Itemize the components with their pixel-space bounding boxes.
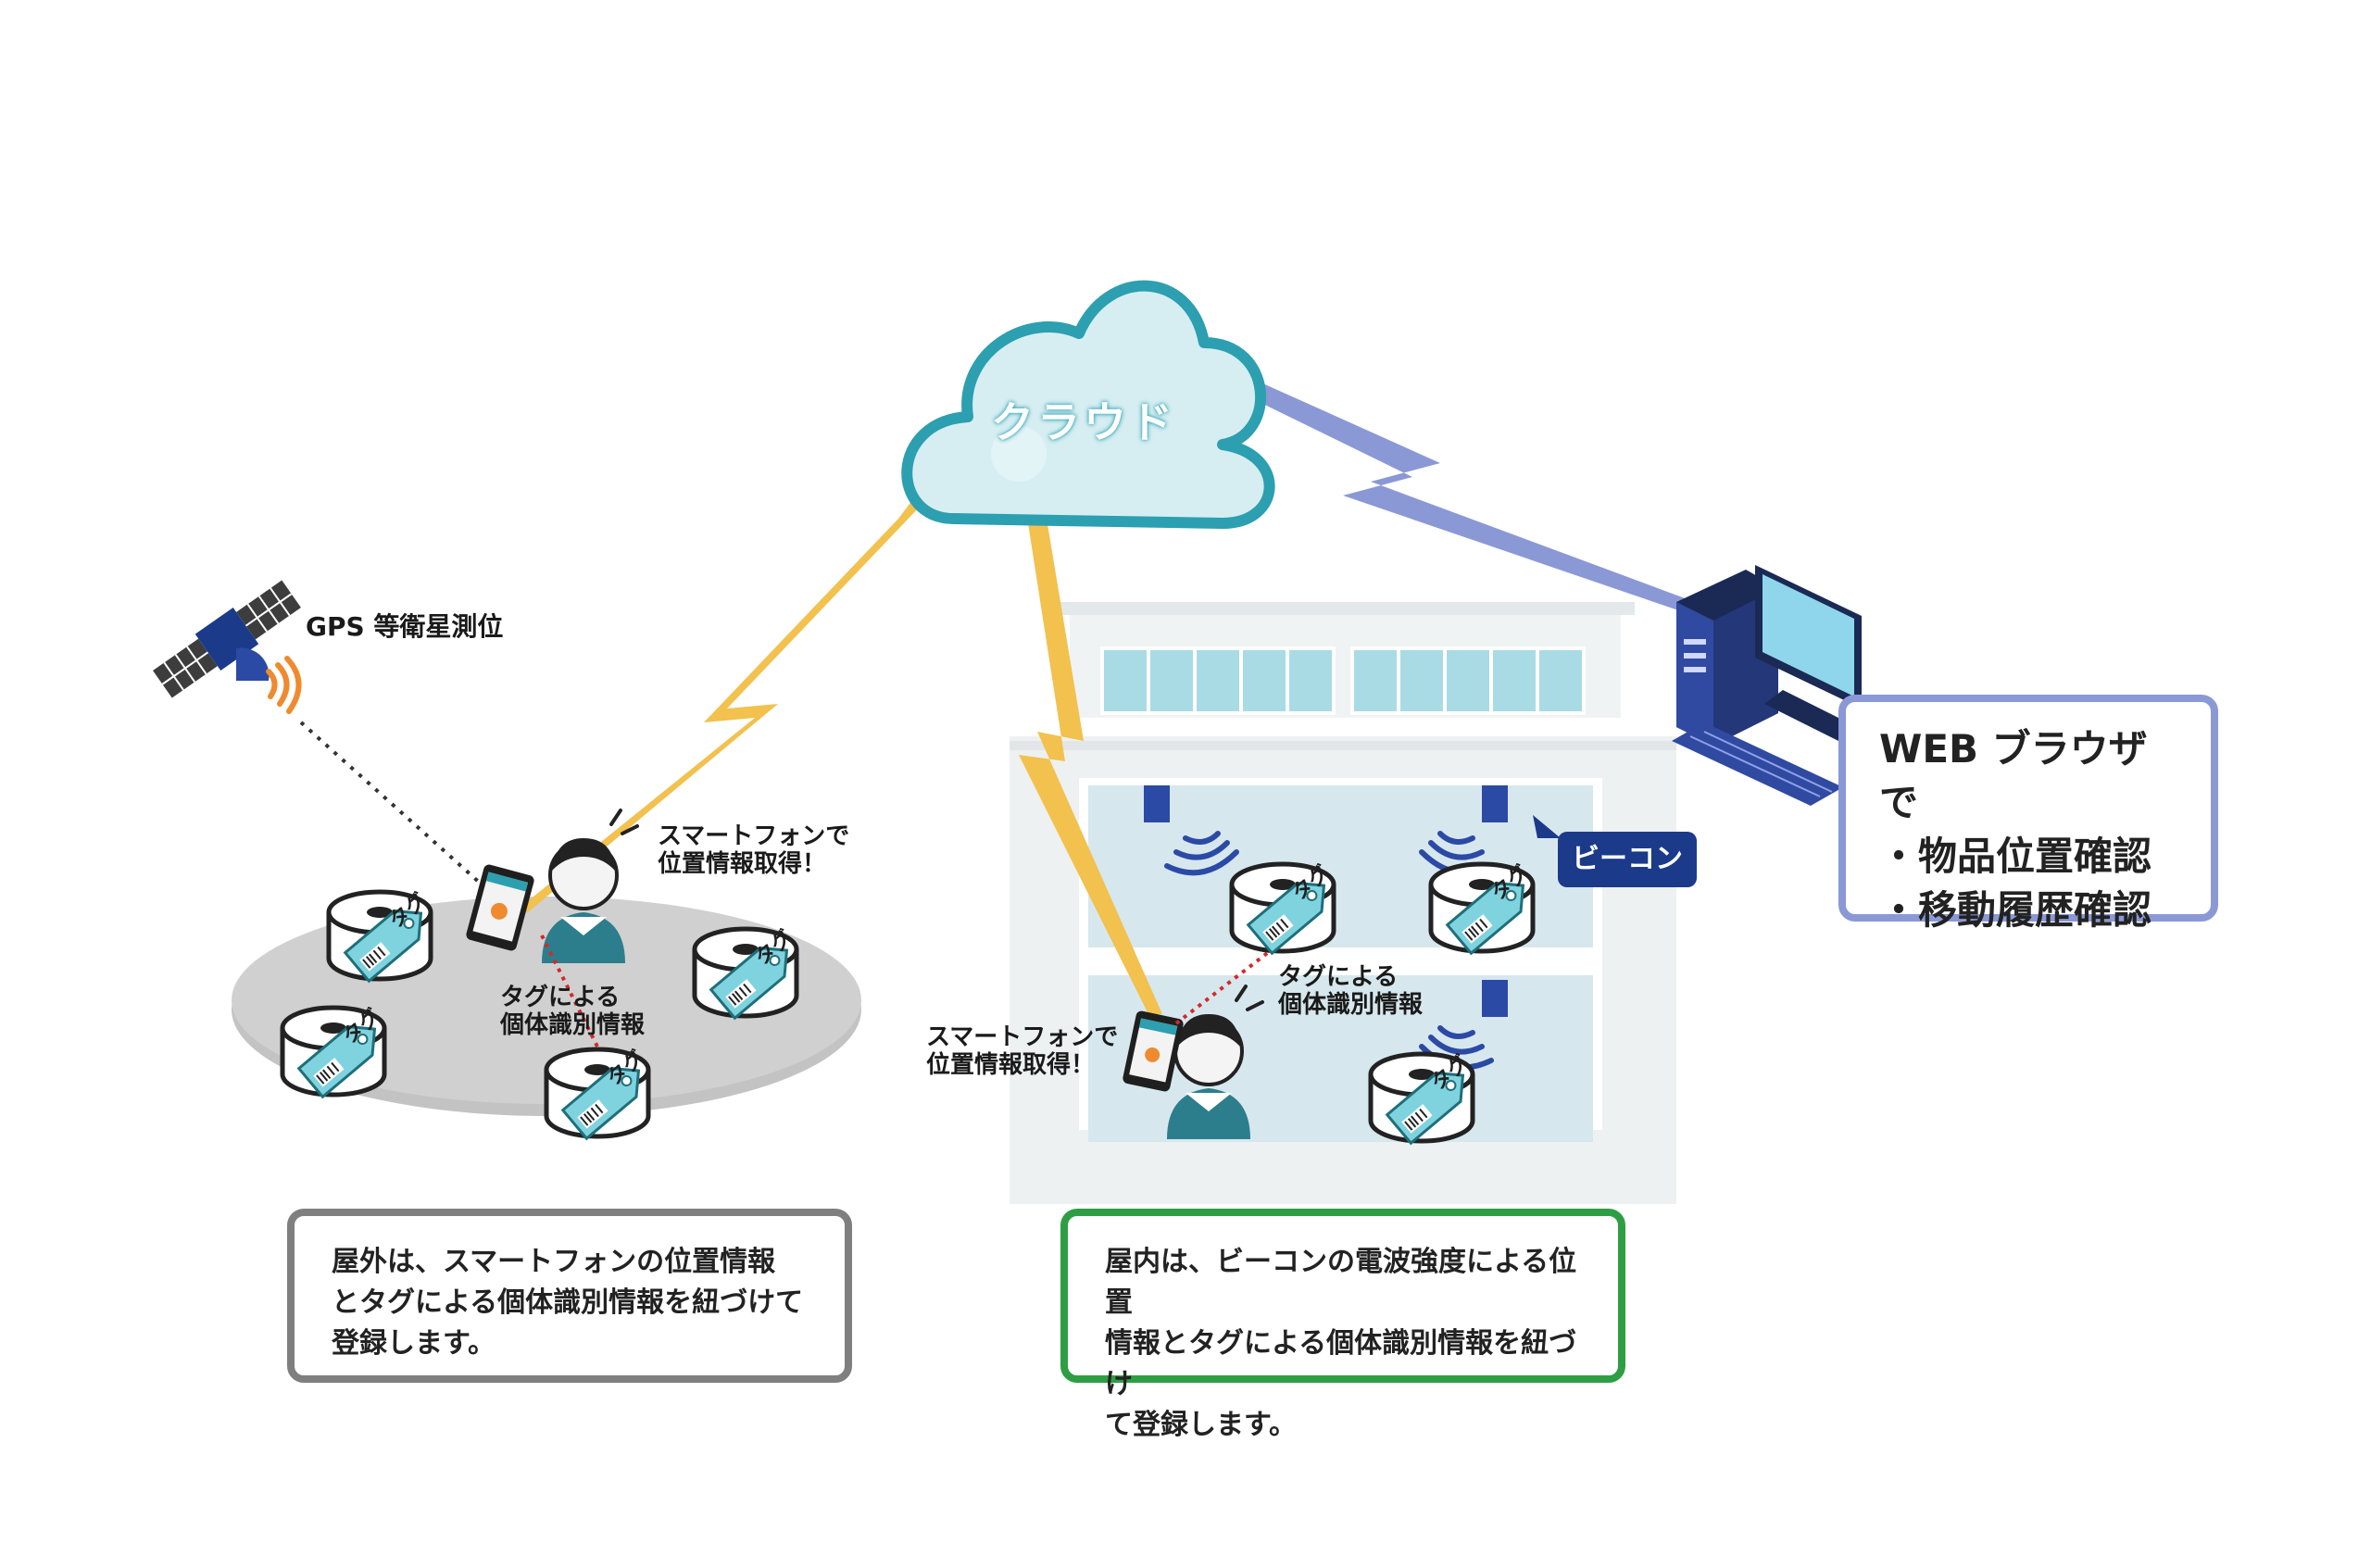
outdoor-description-line1: 屋外は、スマートフォンの位置情報 — [332, 1246, 776, 1278]
web-browser-box: WEB ブラウザで ・物品位置確認 ・移動履歴確認 — [1838, 695, 2218, 933]
indoor-tag-label: タグによる 個体識別情報 — [1278, 963, 1423, 1019]
indoor-description-box: 屋内は、ビーコンの電波強度による位置 情報とタグによる個体識別情報を紐づけ て登… — [1060, 1209, 1625, 1441]
indoor-tag-label-line1: タグによる — [1278, 963, 1399, 991]
indoor-description-line2: 情報とタグによる個体識別情報を紐づけ — [1105, 1327, 1577, 1400]
outdoor-tag-link — [540, 935, 599, 1047]
beacon-icon — [1482, 785, 1508, 822]
gps-signal-line — [299, 721, 483, 886]
cloud-icon — [901, 280, 1275, 529]
outdoor-tag-label: タグによる 個体識別情報 — [500, 984, 645, 1039]
indoor-person-icon — [1167, 985, 1264, 1139]
indoor-smartphone-icon — [1123, 1010, 1184, 1092]
outdoor-smartphone-label-line1: スマートフォンで — [658, 822, 850, 850]
web-browser-title: WEB ブラウザで — [1879, 726, 2148, 825]
indoor-smartphone-label-line2: 位置情報取得！ — [926, 1051, 1096, 1079]
outdoor-description-box: 屋外は、スマートフォンの位置情報 とタグによる個体識別情報を紐づけて 登録します… — [287, 1209, 852, 1383]
beacon-label: ビーコン — [1558, 832, 1697, 887]
lightning-links — [514, 500, 1162, 1014]
satellite-icon — [153, 580, 302, 714]
indoor-smartphone-label: スマートフォンで 位置情報取得！ — [926, 1023, 1118, 1079]
outdoor-description-line3: 登録します。 — [332, 1327, 496, 1360]
outdoor-tag-label-line2: 個体識別情報 — [500, 1011, 646, 1039]
beacon-icon — [1144, 785, 1170, 822]
outdoor-smartphone-icon — [466, 864, 534, 951]
outdoor-person-icon — [542, 809, 639, 963]
indoor-smartphone-label-line1: スマートフォンで — [926, 1023, 1119, 1051]
web-browser-item-location: ・物品位置確認 — [1879, 834, 2152, 879]
outdoor-description-line2: とタグによる個体識別情報を紐づけて — [332, 1286, 804, 1319]
web-browser-item-history: ・移動履歴確認 — [1879, 887, 2152, 933]
outdoor-smartphone-label-line2: 位置情報取得！ — [658, 850, 827, 878]
gps-label: GPS 等衛星測位 — [306, 611, 504, 642]
cloud-label: クラウド — [991, 397, 1176, 447]
indoor-tag-label-line2: 個体識別情報 — [1278, 991, 1424, 1019]
outdoor-smartphone-label: スマートフォンで 位置情報取得！ — [658, 822, 849, 878]
computer-icon — [1672, 565, 1862, 806]
indoor-description-line1: 屋内は、ビーコンの電波強度による位置 — [1105, 1246, 1577, 1319]
indoor-tag-link — [1174, 943, 1280, 1025]
outdoor-tag-label-line1: タグによる — [500, 984, 621, 1011]
web-link — [1195, 361, 1695, 611]
indoor-description-line3: て登録します。 — [1105, 1409, 1297, 1441]
beacon-icon — [1482, 980, 1508, 1017]
